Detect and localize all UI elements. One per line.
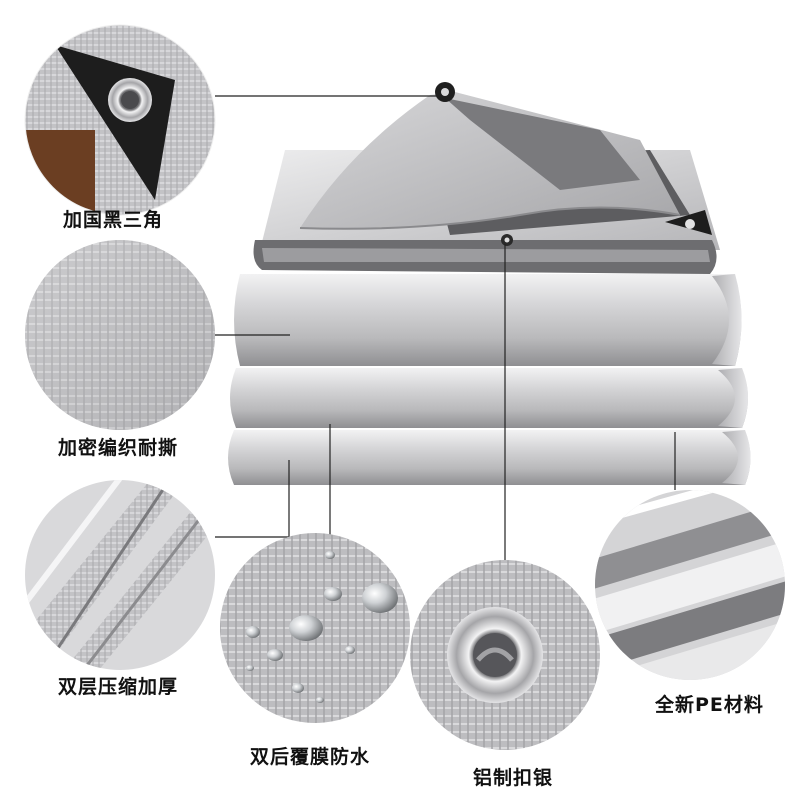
weave-texture-icon <box>25 240 215 430</box>
new-pe-label: 全新PE材料 <box>655 694 764 716</box>
eyelet-label: 铝制扣银 <box>473 767 554 789</box>
folded-tarp <box>228 82 751 485</box>
water-drops-icon <box>220 533 410 723</box>
pe-material-icon <box>595 490 785 680</box>
black-triangle-corner-icon <box>25 25 215 215</box>
waterproof-label: 双后覆膜防水 <box>250 746 371 768</box>
aluminum-eyelet-icon <box>410 560 600 750</box>
callout-lines <box>215 95 676 565</box>
double-layer-label: 双层压缩加厚 <box>58 676 179 698</box>
double-fold-icon <box>25 480 215 670</box>
dense-weave-label: 加密编织耐撕 <box>58 437 179 459</box>
corner-reinforce-label: 加国黑三角 <box>63 209 164 231</box>
